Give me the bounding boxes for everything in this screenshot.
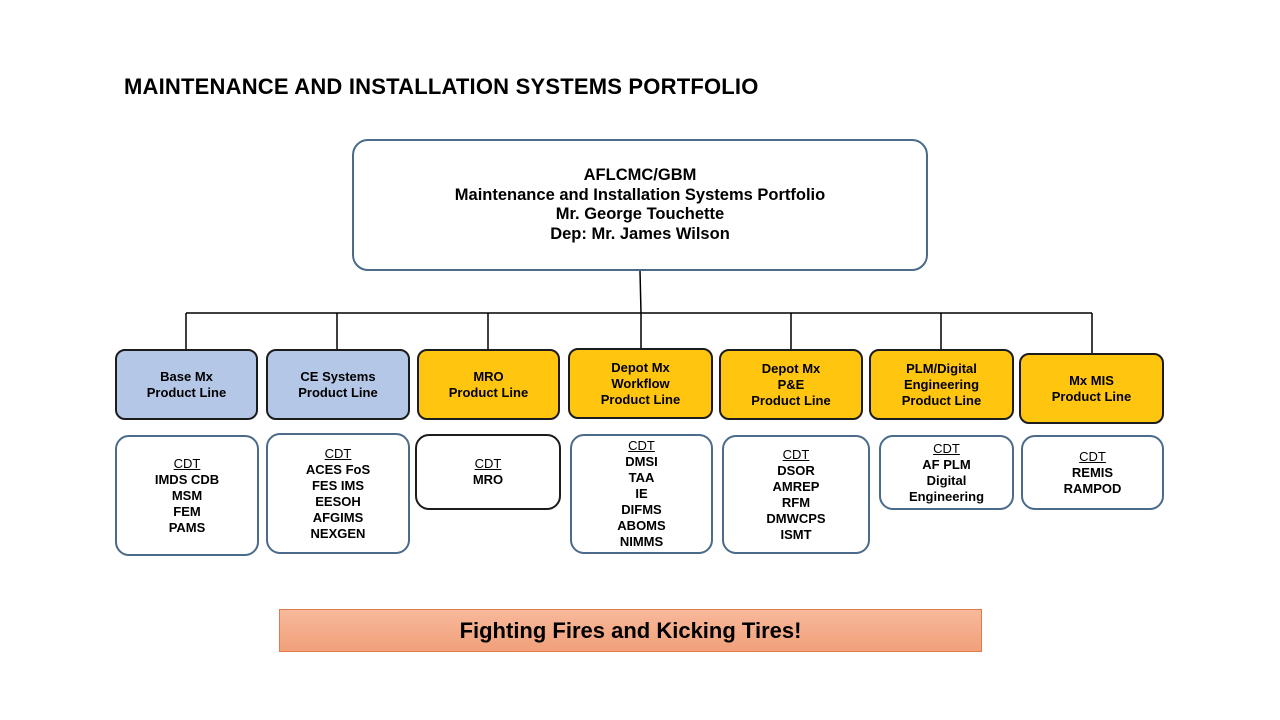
cdt-header: CDT [173, 455, 201, 471]
product-line-label: MRO [473, 368, 504, 384]
portfolio-name: Maintenance and Installation Systems Por… [454, 185, 826, 204]
product-line-label: Product Line [1051, 388, 1132, 404]
product-line-label: Product Line [146, 384, 227, 400]
slogan-banner: Fighting Fires and Kicking Tires! [279, 609, 982, 652]
product-line-label: Workflow [611, 375, 670, 391]
cdt-header: CDT [474, 456, 502, 471]
cdt-box-plm-digital-engineering: CDT AF PLM Digital Engineering [879, 435, 1014, 510]
product-line-mro: MRO Product Line [417, 349, 560, 420]
cdt-item: FES IMS [311, 477, 364, 493]
cdt-box-ce-systems: CDT ACES FoS FES IMS EESOH AFGIMS NEXGEN [266, 433, 410, 554]
product-line-label: Product Line [600, 391, 681, 407]
cdt-header: CDT [324, 445, 352, 461]
cdt-item: NIMMS [619, 534, 664, 549]
connector-trunk [639, 270, 642, 314]
cdt-header: CDT [1079, 448, 1106, 464]
portfolio-director: Mr. George Touchette [555, 205, 725, 223]
product-line-label: Product Line [751, 392, 831, 408]
product-line-label: Product Line [448, 384, 529, 400]
product-line-label: Mx MIS [1069, 372, 1114, 388]
cdt-item: EESOH [315, 493, 361, 509]
product-line-label: Base Mx [160, 368, 213, 384]
cdt-item: MRO [472, 472, 504, 487]
cdt-item: IMDS CDB [154, 471, 220, 487]
portfolio-leader-box: AFLCMC/GBM Maintenance and Installation … [352, 139, 928, 271]
cdt-item: RAMPOD [1063, 480, 1122, 496]
cdt-item: AF PLM [922, 456, 971, 472]
cdt-item: ABOMS [617, 518, 666, 533]
product-line-mx-mis: Mx MIS Product Line [1019, 353, 1164, 424]
cdt-item: ISMT [780, 526, 812, 542]
cdt-item: MSM [171, 487, 203, 503]
portfolio-org-code: AFLCMC/GBM [583, 166, 697, 184]
product-line-label: Depot Mx [761, 360, 821, 376]
cdt-item: TAA [628, 470, 655, 485]
cdt-item: DSOR [777, 462, 815, 478]
cdt-item: PAMS [168, 519, 206, 535]
cdt-item: DMSI [625, 454, 658, 469]
cdt-item: FEM [173, 503, 201, 519]
product-line-label: Engineering [903, 376, 980, 392]
cdt-item: RFM [781, 494, 811, 510]
cdt-item: AMREP [772, 478, 820, 494]
cdt-item: Digital [926, 472, 967, 488]
cdt-item: Engineering [908, 488, 985, 504]
cdt-box-mx-mis: CDT REMIS RAMPOD [1021, 435, 1164, 510]
cdt-box-mro: CDT MRO [415, 434, 561, 510]
product-line-plm-digital-engineering: PLM/Digital Engineering Product Line [869, 349, 1014, 420]
cdt-box-base-mx: CDT IMDS CDB MSM FEM PAMS [115, 435, 259, 556]
product-line-depot-mx-workflow: Depot Mx Workflow Product Line [568, 348, 713, 419]
cdt-item: REMIS [1071, 464, 1114, 480]
product-line-label: Product Line [298, 384, 378, 400]
cdt-header: CDT [933, 440, 960, 456]
product-line-base-mx: Base Mx Product Line [115, 349, 258, 420]
product-line-ce-systems: CE Systems Product Line [266, 349, 410, 420]
cdt-box-depot-mx-workflow: CDT DMSI TAA IE DIFMS ABOMS NIMMS [570, 434, 713, 554]
product-line-label: Depot Mx [611, 359, 670, 375]
portfolio-deputy: Dep: Mr. James Wilson [550, 224, 730, 243]
page-title: MAINTENANCE AND INSTALLATION SYSTEMS POR… [124, 74, 759, 99]
cdt-item: AFGIMS [312, 509, 364, 525]
cdt-item: IE [635, 486, 648, 501]
product-line-depot-mx-pe: Depot Mx P&E Product Line [719, 349, 863, 420]
cdt-header: CDT [628, 438, 655, 453]
cdt-box-depot-mx-pe: CDT DSOR AMREP RFM DMWCPS ISMT [722, 435, 870, 554]
product-line-label: P&E [777, 376, 805, 392]
cdt-item: DIFMS [621, 502, 662, 517]
cdt-header: CDT [782, 446, 810, 462]
cdt-item: ACES FoS [305, 461, 371, 477]
product-line-label: PLM/Digital [906, 360, 977, 376]
product-line-label: CE Systems [300, 368, 376, 384]
cdt-item: NEXGEN [310, 525, 366, 541]
cdt-item: DMWCPS [766, 510, 826, 526]
product-line-label: Product Line [901, 392, 982, 408]
slogan-text: Fighting Fires and Kicking Tires! [459, 617, 802, 643]
